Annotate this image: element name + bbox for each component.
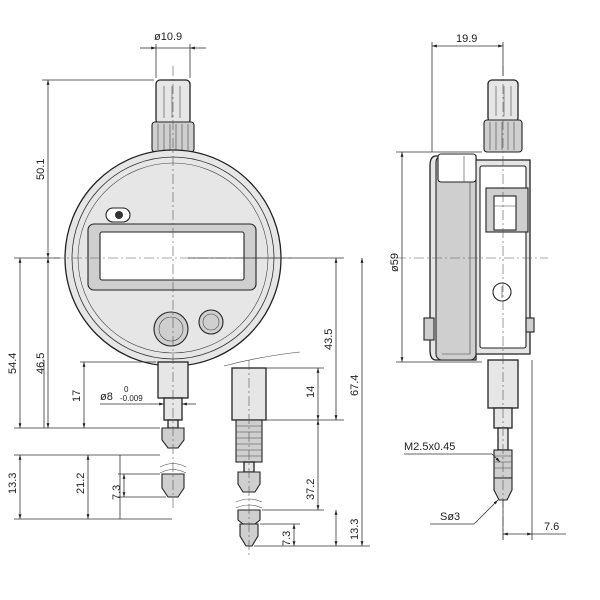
- contact-point: [161, 427, 185, 449]
- dim-overall-height: 54.4: [7, 353, 19, 374]
- detail-stem: [231, 367, 267, 421]
- spindle-detail: [223, 351, 301, 555]
- dim-tol-lower: -0.009: [120, 394, 143, 403]
- dim-stem-dia: ø10.9: [154, 31, 182, 43]
- dim-thread: M2.5x0.45: [404, 441, 455, 453]
- dim-spindle-travel: 43.5: [323, 329, 335, 350]
- dim-extended-7-3: 7.3: [281, 531, 293, 546]
- lcd-screen: [99, 231, 245, 281]
- dim-center-to-stem: 46.5: [35, 353, 47, 374]
- dim-lower-13-3: 13.3: [7, 473, 19, 494]
- dim-tol-upper: 0: [124, 385, 129, 394]
- dim-total: 67.4: [349, 375, 361, 396]
- dimension-labels: ø10.9 19.9 50.1 ø59 54.4 46.5 17 ø8 0 -0…: [7, 31, 559, 546]
- side-view: [396, 66, 548, 540]
- dim-extended-37-2: 37.2: [305, 479, 317, 500]
- dim-spindle-len: 14: [305, 386, 317, 398]
- dim-lower-21-2: 21.2: [75, 473, 87, 494]
- dim-body-dia: ø59: [389, 253, 401, 272]
- dimension-lines: [14, 42, 566, 547]
- dim-top-height: 50.1: [35, 159, 47, 180]
- dim-stem-fit: ø8: [100, 391, 113, 403]
- front-view: [54, 66, 292, 510]
- dim-ball: Sø3: [440, 511, 460, 523]
- mode-button: [198, 309, 224, 335]
- dim-lower-7-3: 7.3: [111, 485, 123, 500]
- dim-offset: 7.6: [544, 521, 559, 533]
- dim-extended-13-3: 13.3: [349, 519, 361, 540]
- dim-stem-len: 17: [71, 390, 83, 402]
- side-button: [437, 153, 477, 183]
- dim-depth: 19.9: [456, 33, 477, 45]
